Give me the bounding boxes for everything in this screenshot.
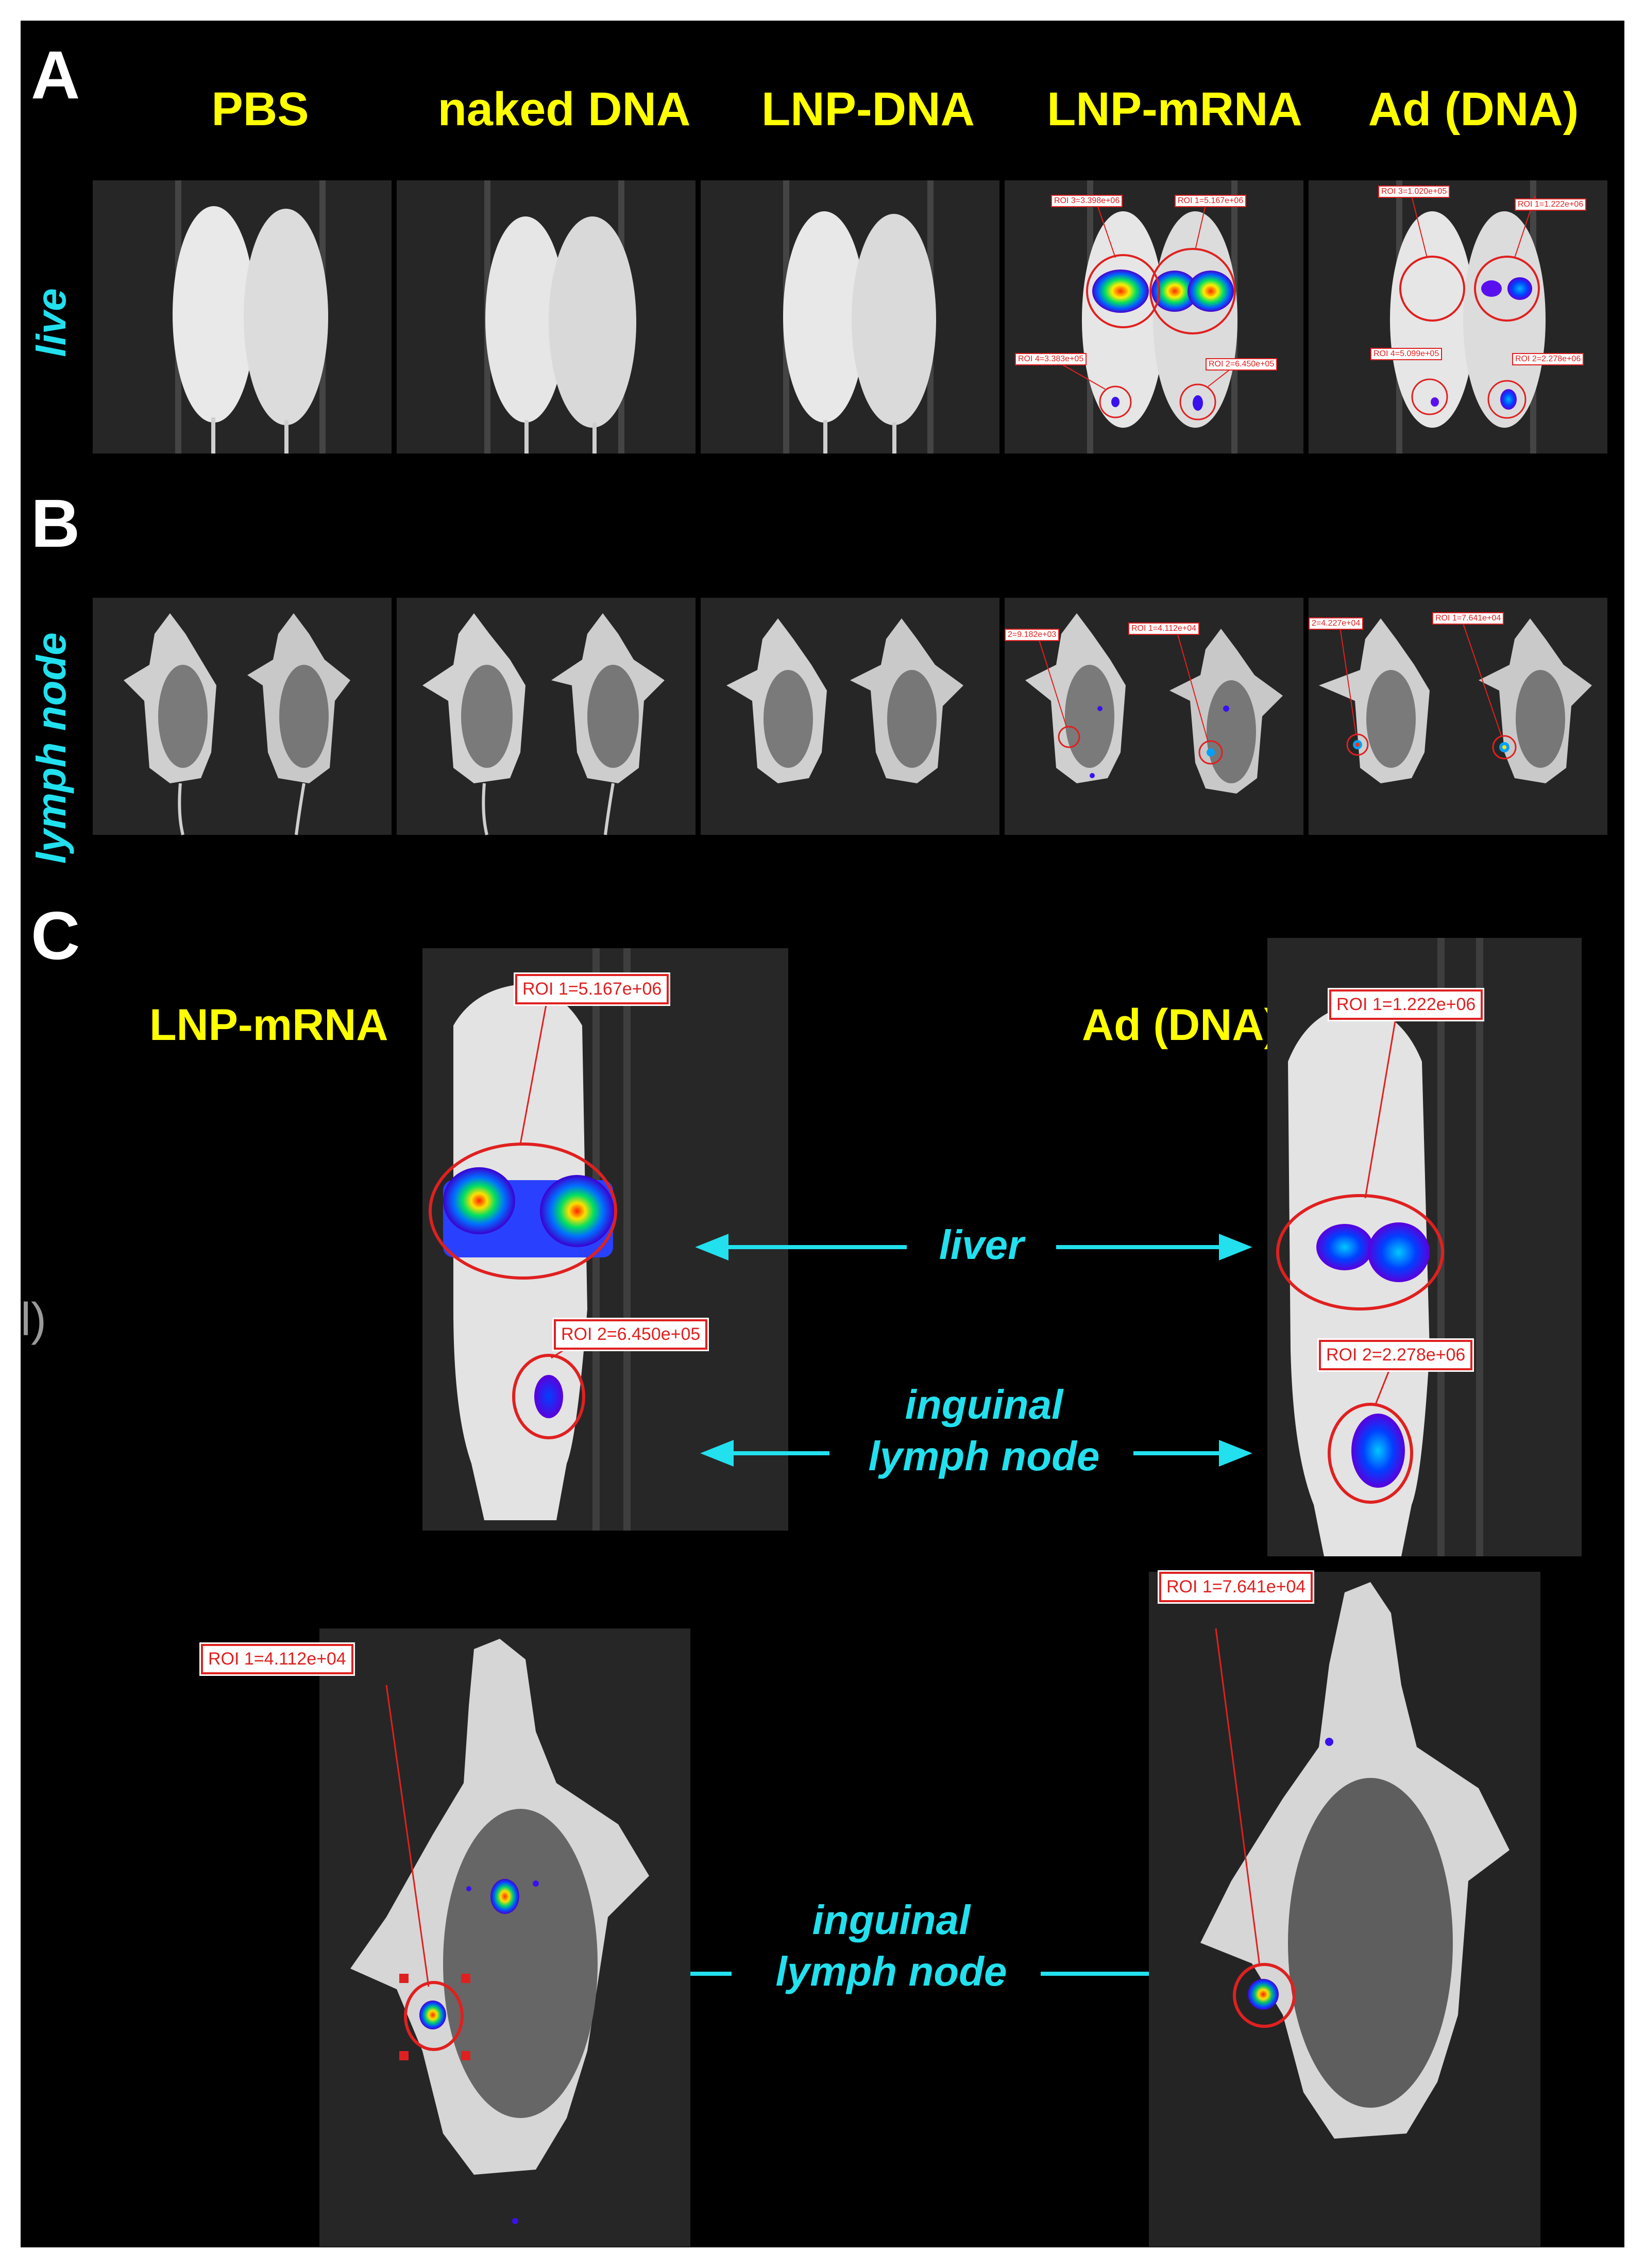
roi-label: ROI 1=4.112e+04 — [1128, 623, 1200, 635]
roi-label: ROI 1=1.222e+06 — [1515, 198, 1587, 211]
panel-c-title-lnp-mrna: LNP-mRNA — [149, 1000, 388, 1050]
lymph-node-image-ad-dna: 2=4.227e+04 ROI 1=7.641e+04 — [1309, 598, 1607, 835]
live-image-lnp-mrna: ROI 3=3.398e+06 ROI 1=5.167e+06 ROI 4=3.… — [1005, 180, 1303, 453]
roi-label-lymph-ad: ROI 2=2.278e+06 — [1317, 1338, 1474, 1372]
column-header-pbs: PBS — [211, 83, 309, 136]
label-inguinal-lower: inguinal — [812, 1897, 971, 1943]
lymph-node-image-lnp-mrna: 2=9.182e+03 ROI 1=4.112e+04 — [1005, 598, 1303, 835]
roi-label-liver-lnp: ROI 1=5.167e+06 — [513, 972, 671, 1006]
roi-label: ROI 4=5.099e+05 — [1370, 348, 1443, 360]
roi-label: ROI 4=3.383e+05 — [1015, 353, 1087, 365]
roi-label-liver-ad: ROI 1=1.222e+06 — [1327, 988, 1485, 1021]
live-image-lnp-dna — [701, 180, 999, 453]
column-header-lnp-dna: LNP-DNA — [761, 83, 975, 136]
live-image-naked-dna — [397, 180, 696, 453]
roi-label: ROI 1=5.167e+06 — [1175, 195, 1247, 207]
roi-label-node-ad: ROI 1=7.641e+04 — [1157, 1570, 1315, 1604]
roi-label: ROI 1=7.641e+04 — [1432, 612, 1504, 625]
label-inguinal-upper: inguinal — [905, 1382, 1063, 1427]
label-lymph-node-lower: lymph node — [775, 1948, 1007, 1994]
live-image-pbs — [93, 180, 392, 453]
panel-letter-b: B — [31, 485, 80, 561]
lymph-node-image-ad-dna-large: ROI 1=7.641e+04 — [1149, 1570, 1540, 2247]
lymph-node-image-lnp-mrna-large: ROI 1=4.112e+04 — [199, 1628, 690, 2247]
label-liver: liver — [939, 1222, 1024, 1268]
panel-letter-a: A — [31, 37, 80, 113]
live-image-ad-dna-large: ROI 1=1.222e+06 ROI 2=2.278e+06 — [1267, 938, 1582, 1556]
cropped-text-fragment: l) — [21, 1294, 46, 1346]
lymph-node-image-naked-dna — [397, 598, 696, 835]
column-header-ad-dna: Ad (DNA) — [1368, 83, 1579, 136]
roi-label-node-lnp: ROI 1=4.112e+04 — [199, 1642, 355, 1676]
roi-label: ROI 2=2.278e+06 — [1512, 353, 1584, 365]
figure-panel: A B C PBS naked DNA LNP-DNA LNP-mRNA Ad … — [21, 21, 1624, 2247]
roi-label: ROI 3=3.398e+06 — [1051, 195, 1123, 207]
roi-label: ROI 3=1.020e+05 — [1378, 186, 1450, 198]
roi-label: ROI 2=6.450e+05 — [1206, 358, 1278, 371]
column-header-lnp-mrna: LNP-mRNA — [1047, 83, 1302, 136]
roi-label: 2=4.227e+04 — [1309, 617, 1364, 630]
label-lymph-node-upper: lymph node — [868, 1433, 1100, 1479]
panel-letter-c: C — [31, 898, 80, 973]
column-header-naked-dna: naked DNA — [437, 83, 691, 136]
lymph-node-image-lnp-dna — [701, 598, 999, 835]
roi-label-lymph-lnp: ROI 2=6.450e+05 — [552, 1318, 709, 1351]
roi-label: 2=9.182e+03 — [1005, 629, 1060, 641]
lymph-node-image-pbs — [93, 598, 392, 835]
live-image-ad-dna: ROI 3=1.020e+05 ROI 1=1.222e+06 ROI 4=5.… — [1309, 180, 1607, 453]
panel-c-title-ad-dna: Ad (DNA) — [1082, 1000, 1279, 1050]
